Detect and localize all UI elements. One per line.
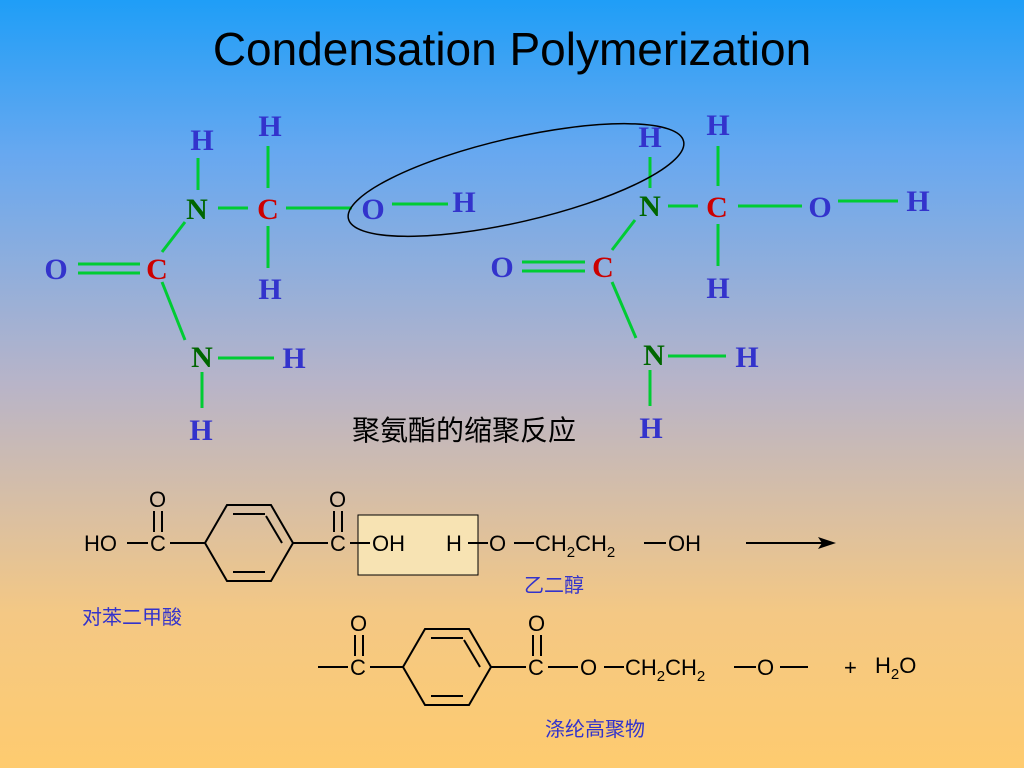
highlight-box [357,514,479,576]
atom-h: H [258,110,281,143]
polyester-label: 涤纶高聚物 [545,717,645,741]
molecule-1-bonds [78,146,448,408]
atom-h: H [189,414,212,447]
reaction-row-2: C O C O O CH2CH2 O + H2O [318,611,916,706]
reaction-arrow-head [818,537,836,549]
atom-h: H [258,273,281,306]
carbonyl-oxygen: O [528,611,545,636]
benzene-ring-1 [203,504,295,582]
ester-oxygen: O [580,655,597,680]
polyurethane-caption: 聚氨酯的缩聚反应 [352,414,576,447]
atom-h: H [638,121,661,154]
atom-o: O [808,191,831,224]
molecule-1-atoms: H H N C O H O C H N H H [44,110,475,447]
atom-c: C [706,191,728,224]
atom-c: C [257,193,279,226]
atom-n: N [186,193,208,226]
atom-h: H [735,341,758,374]
methylene-group: CH2CH2 [625,655,705,685]
plus-sign: + [844,655,857,680]
atom-h: H [706,109,729,142]
atom-h: H [639,412,662,445]
carbonyl-oxygen: O [149,487,166,512]
carbon-label: C [350,655,366,680]
atom-c: C [592,251,614,284]
hydrogen-label: H [446,531,462,556]
slide-title: Condensation Polymerization [212,23,812,75]
carbonyl-oxygen: O [350,611,367,636]
atom-h: H [706,272,729,305]
oh-group: OH [668,531,701,556]
atom-h: H [452,186,475,219]
carbon-label: C [150,531,166,556]
atom-n: N [639,190,661,223]
ester-oxygen: O [757,655,774,680]
water-elimination-ellipse [347,122,685,238]
oxygen-label: O [489,531,506,556]
atom-o: O [44,253,67,286]
molecule-2-atoms: H H N C O H O C H N H H [490,109,929,445]
carbonyl-oxygen: O [329,487,346,512]
reaction-row-1: HO C O C O OH H O CH2CH2 OH [84,487,836,582]
atom-h: H [190,124,213,157]
atom-n: N [643,339,665,372]
atom-h: H [906,185,929,218]
molecule-2-bonds [522,146,898,406]
atom-c: C [146,253,168,286]
atom-n: N [191,341,213,374]
ho-group: HO [84,531,117,556]
atom-o: O [490,251,513,284]
carbon-label: C [528,655,544,680]
oh-group: OH [372,531,405,556]
terephthalic-acid-label: 对苯二甲酸 [82,605,182,629]
water-formula: H2O [875,653,916,683]
methylene-group: CH2CH2 [535,531,615,561]
carbon-label: C [330,531,346,556]
benzene-ring-2 [401,628,493,706]
atom-o: O [361,193,384,226]
atom-h: H [282,342,305,375]
ethylene-glycol-label: 乙二醇 [524,573,584,597]
